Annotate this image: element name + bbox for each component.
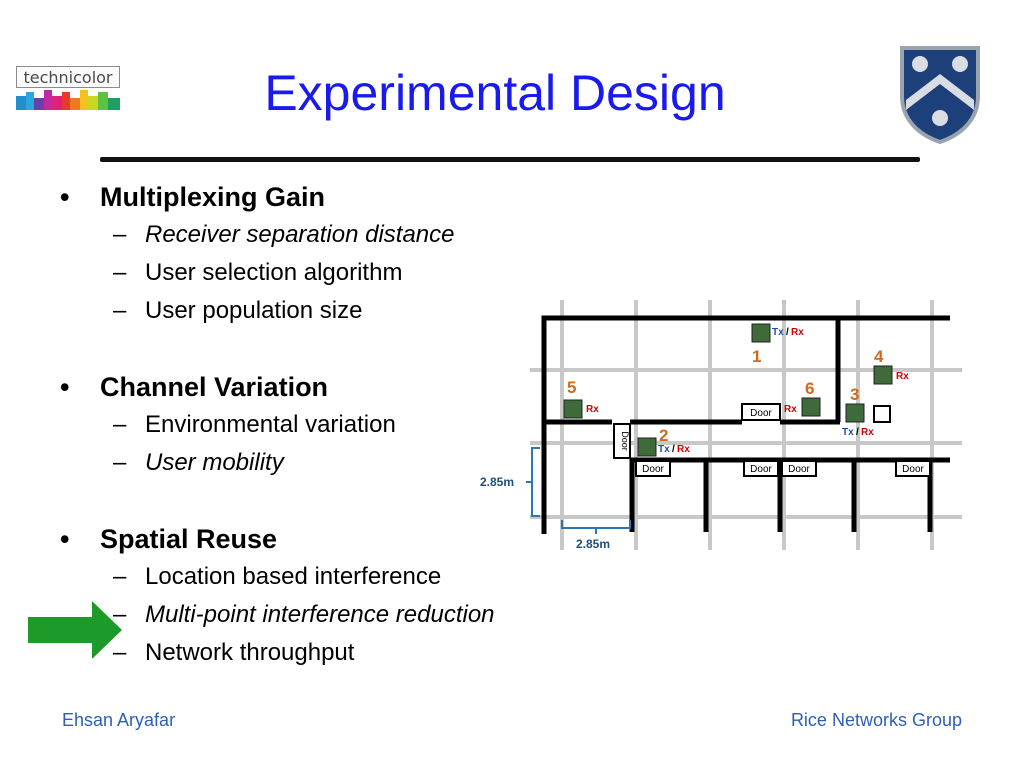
svg-text:/: / — [786, 327, 789, 338]
sub-bullet-text: User mobility — [145, 449, 284, 476]
node-3: Tx / Rx 3 — [842, 385, 874, 438]
sub-bullet-text: Network throughput — [145, 639, 355, 666]
sub-bullet: – User population size — [60, 292, 600, 330]
svg-text:Tx: Tx — [658, 444, 670, 455]
sub-bullet-dash: – — [113, 563, 127, 590]
bullet-list: • Multiplexing Gain – Receiver separatio… — [60, 178, 600, 672]
svg-text:2.85m: 2.85m — [576, 537, 610, 551]
sub-bullet-dash: – — [113, 639, 127, 666]
footer-author: Ehsan Aryafar — [62, 710, 176, 730]
sub-bullet-text: User population size — [145, 297, 363, 324]
floor-grid — [530, 300, 962, 550]
sub-bullet: – Multi-point interference reduction — [60, 596, 600, 634]
bullet-dot: • — [60, 372, 70, 402]
sub-bullet-text: Multi-point interference reduction — [145, 601, 495, 628]
svg-text:Door: Door — [750, 464, 772, 475]
bullet-heading-text: Channel Variation — [100, 372, 329, 402]
svg-text:4: 4 — [874, 347, 884, 366]
svg-text:Rx: Rx — [677, 444, 690, 455]
floor-plan-diagram: Door Door Door Door Door Door Tx / Rx 1 … — [480, 300, 962, 551]
technicolor-logo-text: technicolor — [16, 66, 120, 88]
svg-text:Rx: Rx — [861, 427, 874, 438]
door-markers: Door Door Door Door Door Door — [613, 403, 931, 477]
svg-text:/: / — [672, 444, 675, 455]
bullet-dot: • — [60, 182, 70, 212]
slide-title: Experimental Design — [264, 65, 726, 121]
svg-text:6: 6 — [805, 379, 814, 398]
node-4: Rx 4 — [873, 347, 909, 385]
sub-bullet-dash: – — [113, 221, 127, 248]
svg-text:Rx: Rx — [784, 404, 797, 415]
svg-text:Tx: Tx — [842, 427, 854, 438]
sub-bullet-text: Receiver separation distance — [145, 221, 455, 248]
floor-walls — [541, 315, 950, 534]
bullet-heading: • Spatial Reuse — [60, 520, 600, 558]
svg-text:2.85m: 2.85m — [480, 475, 514, 489]
svg-text:/: / — [856, 427, 859, 438]
svg-text:1: 1 — [752, 347, 761, 366]
svg-text:Door: Door — [788, 464, 810, 475]
title-underline — [100, 157, 920, 162]
sub-bullet: – Network throughput — [60, 634, 600, 672]
color-bar-icon — [16, 90, 120, 110]
footer-group: Rice Networks Group — [790, 710, 962, 730]
bullet-heading-text: Multiplexing Gain — [100, 182, 326, 212]
bullet-heading-text: Spatial Reuse — [100, 524, 278, 554]
sub-bullet-dash: – — [113, 297, 127, 324]
node-5: Rx 5 — [563, 378, 599, 419]
sub-bullet-dash: – — [113, 449, 127, 476]
bullet-heading: • Channel Variation — [60, 368, 600, 406]
svg-text:Door: Door — [642, 464, 664, 475]
node-1: Tx / Rx 1 — [751, 323, 804, 366]
technicolor-logo: technicolor — [16, 66, 120, 110]
sub-bullet: – Location based interference — [60, 558, 600, 596]
sub-bullet: – User selection algorithm — [60, 254, 600, 292]
svg-text:Rx: Rx — [586, 404, 599, 415]
svg-text:Door: Door — [750, 408, 772, 419]
sub-bullet-dash: – — [113, 601, 127, 628]
sub-bullet: – User mobility — [60, 444, 600, 482]
dimension-vertical: 2.85m — [480, 447, 540, 517]
node-2: Tx / Rx 2 — [637, 426, 690, 457]
sub-bullet-text: Location based interference — [145, 563, 442, 590]
bullet-dot: • — [60, 524, 70, 554]
sub-bullet: – Environmental variation — [60, 406, 600, 444]
sub-bullet-dash: – — [113, 259, 127, 286]
svg-text:Rx: Rx — [896, 371, 909, 382]
sub-bullet-text: User selection algorithm — [145, 259, 403, 286]
svg-text:Door: Door — [620, 431, 630, 451]
svg-text:Rx: Rx — [791, 327, 804, 338]
sub-bullet-dash: – — [113, 411, 127, 438]
green-arrow-icon — [28, 601, 122, 659]
svg-text:3: 3 — [850, 385, 859, 404]
node-6: Rx 6 — [784, 379, 821, 417]
svg-text:5: 5 — [567, 378, 576, 397]
svg-text:Door: Door — [902, 464, 924, 475]
rice-shield-icon — [900, 46, 980, 144]
svg-text:2: 2 — [659, 426, 668, 445]
bullet-heading: • Multiplexing Gain — [60, 178, 600, 216]
dimension-horizontal: 2.85m — [561, 520, 631, 551]
sub-bullet-text: Environmental variation — [145, 411, 396, 438]
svg-text:Tx: Tx — [772, 327, 784, 338]
sub-bullet: – Receiver separation distance — [60, 216, 600, 254]
